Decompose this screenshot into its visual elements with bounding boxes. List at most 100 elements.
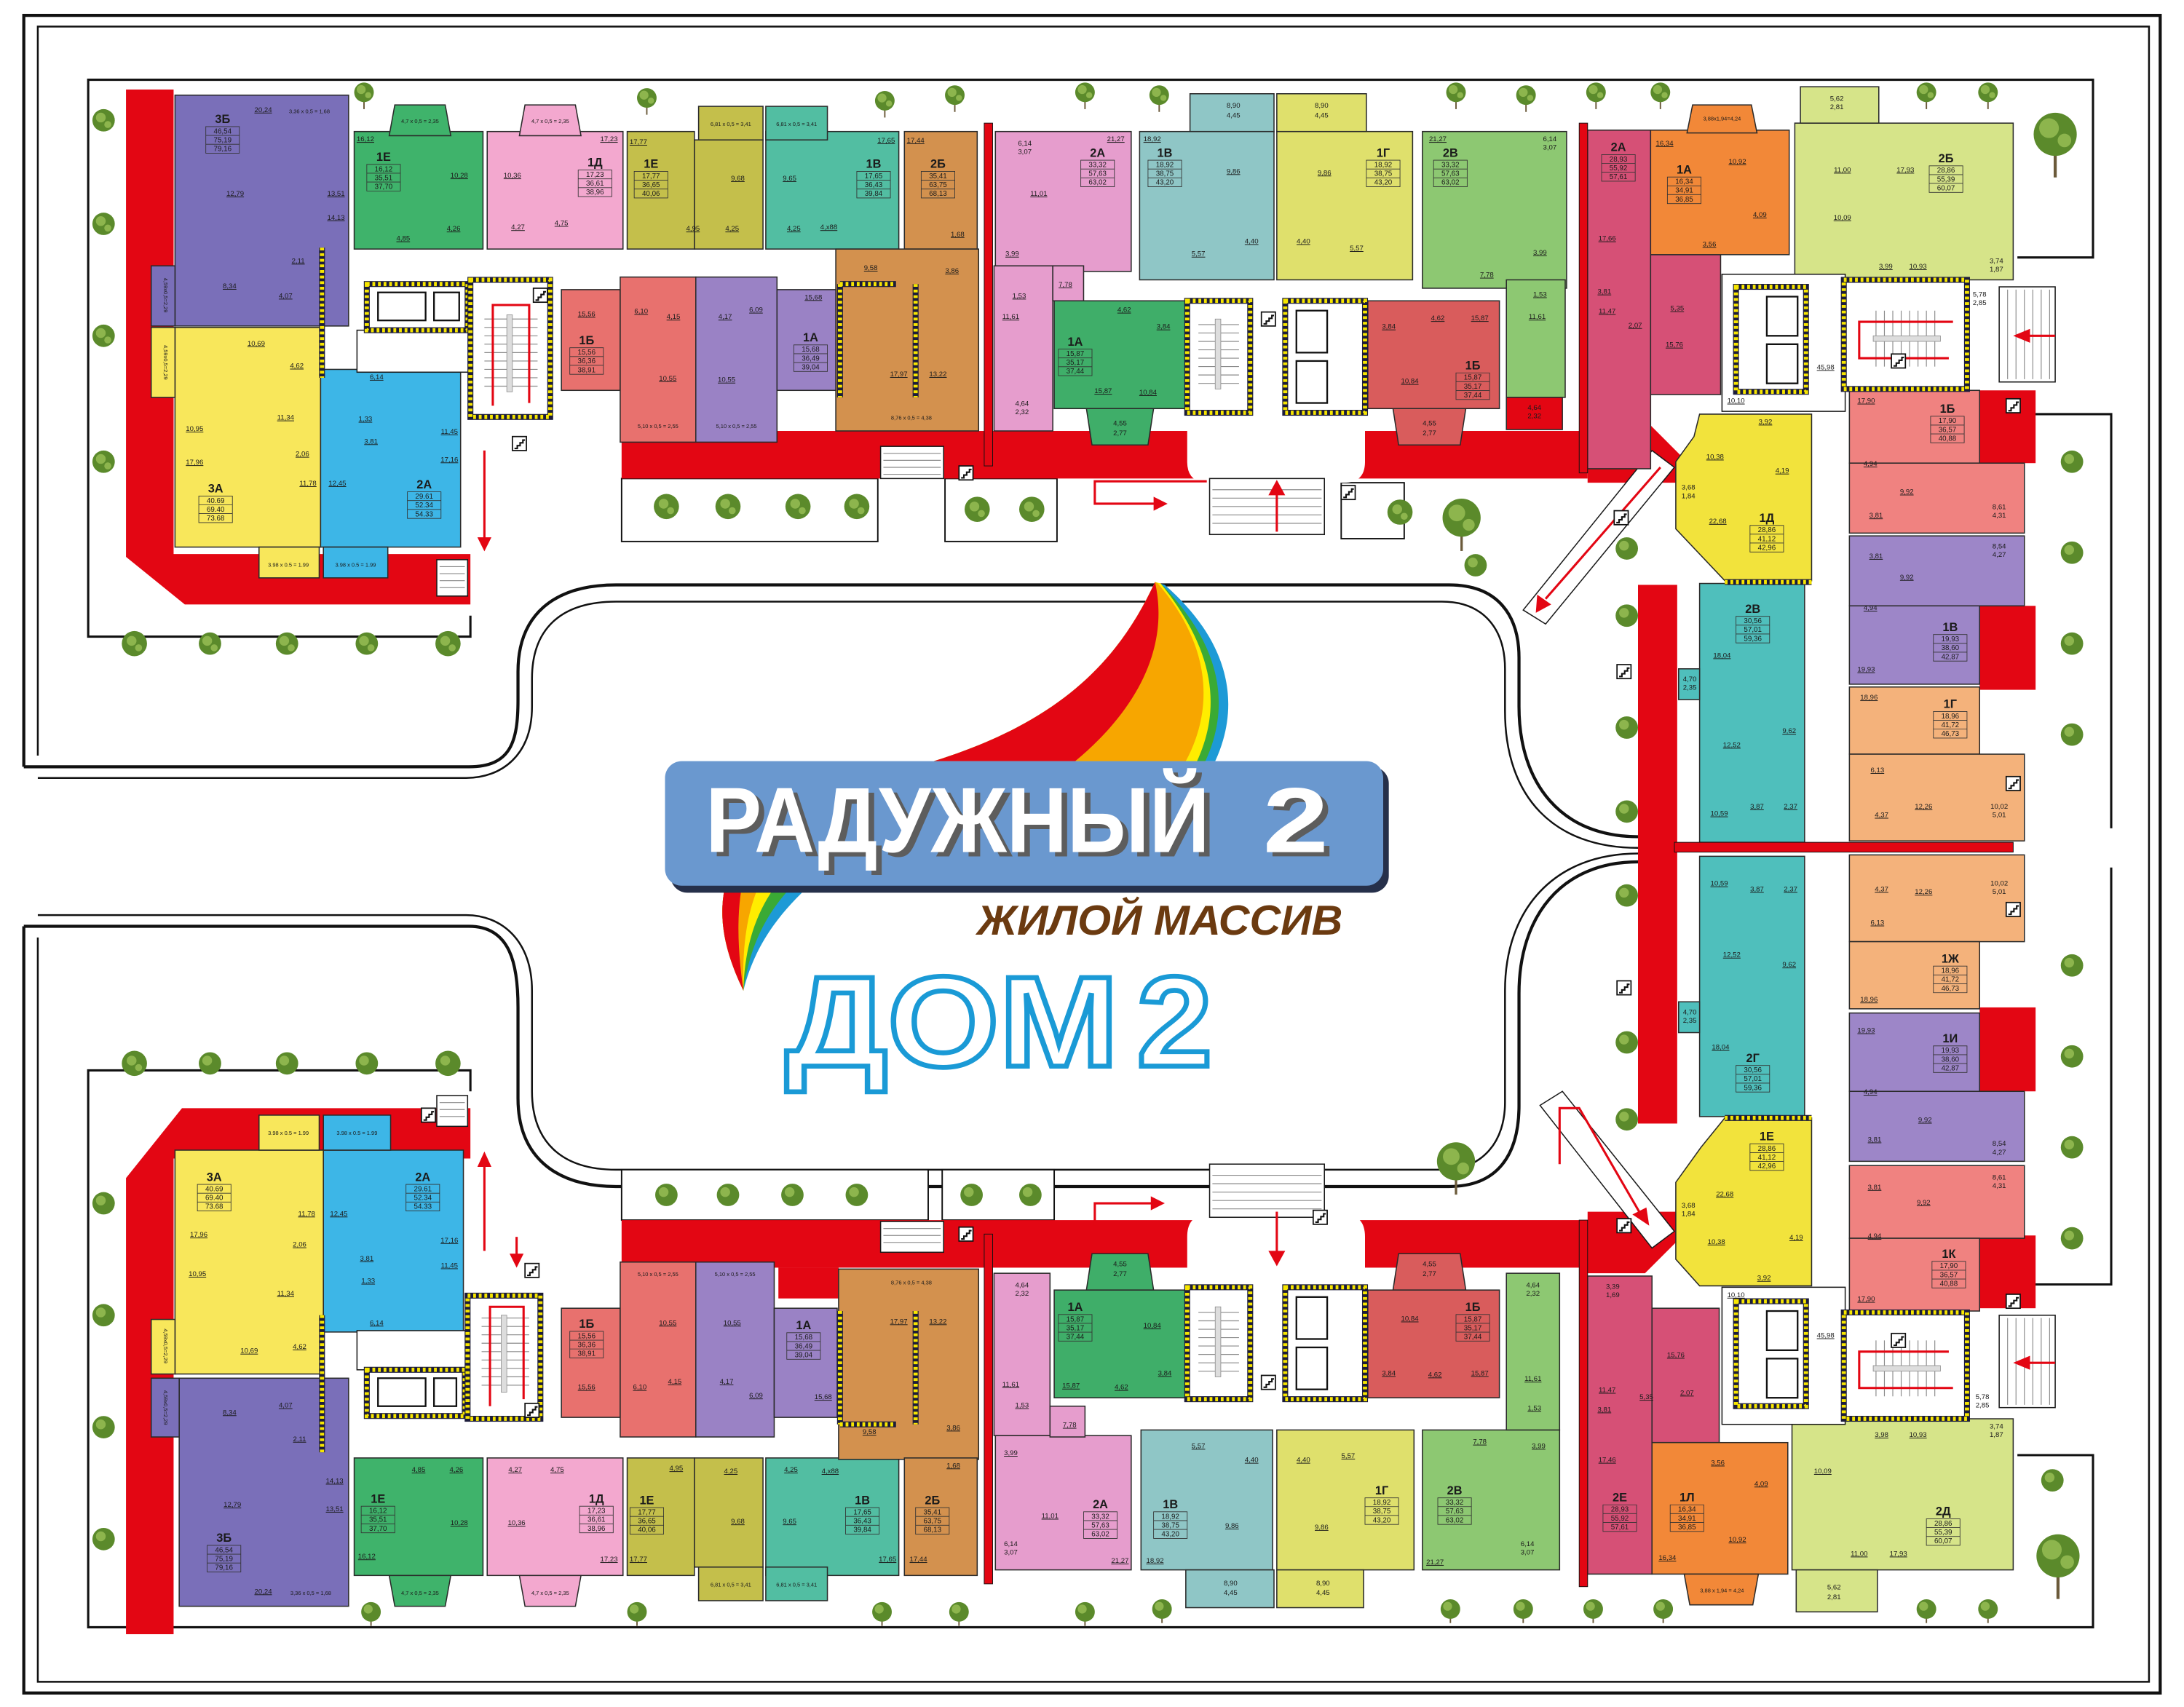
apartment-top-3b[interactable]: 3Б 46,54 75,19 79,16 20,24 12,79 13,51 1… [150,94,349,327]
apartment-bottom-1a-green[interactable]: 1А 15,87 35,17 37,44 15,87 10,84 4,62 3,… [1053,1253,1187,1398]
apartment-top-1b-red[interactable]: 1Б 15,87 35,17 37,44 15,87 10,84 4,62 3,… [1367,300,1500,446]
room-area: 4,62 [1431,314,1445,322]
total-area-with-balcony: 54.33 [415,510,433,518]
arrow-up-icon [1268,480,1286,532]
loggia-area-reduced: 4,45 [1315,111,1329,119]
total-area-with-balcony: 79,16 [215,1564,233,1572]
tree-icon [1075,1601,1095,1626]
room-area: 4,19 [1776,467,1789,475]
elevator-icon [1765,343,1799,384]
living-area: 17,77 [642,173,660,181]
living-area: 30,56 [1744,1066,1762,1074]
apartment-top-1b-right[interactable]: 1Б 17,90 36,57 40,88 17,90 4,94 9,92 3,8… [1848,389,2025,534]
apartment-bottom-1d[interactable]: 1Д 17,23 36,61 38,96 17,23 10,36 4,27 4,… [486,1457,624,1607]
room-area: 3,92 [1757,1275,1771,1283]
apartment-top-1a-orange[interactable]: 1А 16,34 34,91 36,85 16,34 10,92 3,56 4,… [1650,104,1790,256]
apartment-top-1a-purple[interactable]: 1А 15,68 36,49 39,04 15,68 6,09 4,17 10,… [695,276,836,443]
apartment-bottom-1b-salmon[interactable]: 1Б 15,56 36,36 38,91 15,56 6,10 4,15 10,… [561,1261,697,1438]
apartment-shape [1049,1405,1086,1438]
apartment-bottom-2v-green[interactable]: 2В 33,32 57,63 63,02 21,27 6,14 3,07 3,9… [1422,1272,1561,1571]
apartment-bottom-1i[interactable]: 1И 19,93 38,60 42,87 19,93 4,94 9,92 3,8… [1848,1012,2025,1163]
apartment-bottom-1g[interactable]: 1Г 18,92 38,75 43,20 9,86 5,57 4,40 8,90… [1276,1429,1415,1609]
apartment-bottom-3a[interactable]: 3А 40.69 69.40 73.68 17,96 10,95 11,78 1… [150,1114,324,1375]
room-area: 4,25 [787,225,801,233]
apartment-shape [1794,122,2014,281]
room-area: 11,34 [277,414,295,422]
apartment-top-3a[interactable]: 3А 40.69 69.40 73.68 17,96 10,95 11,78 1… [150,327,322,579]
room-area: 4,75 [555,219,569,227]
apartment-bottom-2g[interactable]: 2Г 30,56 57,01 59,36 18,04 12,52 9,62 10… [1678,855,1805,1117]
loggia-area-reduced: 3,07 [1543,144,1556,152]
balcony-shape [258,546,320,579]
room-area: 17,77 [630,1556,647,1564]
apartment-bottom-1a-purple[interactable]: 1А 15,68 36,49 39,04 15,68 6,09 4,17 10,… [695,1261,838,1438]
apartment-type: 1Б [1940,403,1955,416]
loggia-area: 4,64 [1527,404,1541,412]
apartment-bottom-1e-yellow[interactable]: 1Е 28,86 41,12 42,96 22,68 10,38 4,19 3,… [1675,1117,1813,1287]
apartment-shape [561,289,621,392]
apartment-top-1b-salmon[interactable]: 1Б 15,56 36,36 38,91 15,56 6,10 4,15 10,… [561,276,697,443]
apartment-top-1g-peach[interactable]: 1Г 18,96 41,72 46,73 18,96 6,13 12,26 4,… [1848,686,2025,841]
apartment-top-1v-grey[interactable]: 1В 18,92 38,75 43,20 18,92 8,90 4,45 9,8… [1139,93,1275,281]
room-area: 4,15 [668,1378,682,1386]
living-area: 29.61 [414,1186,432,1194]
living-area: 15,68 [795,1334,813,1342]
area-box [198,495,233,523]
apartment-top-1v-teal[interactable]: 1В 17,65 36,43 39,84 17,65 9,65 4,25 4,x… [765,106,900,250]
loggia-area-reduced: 2,32 [1527,413,1541,421]
apartment-top-2v-green[interactable]: 2В 33,32 57,63 63,02 21,27 6,14 3,07 11,… [1422,130,1567,430]
apartment-bottom-2b-brown[interactable]: 2Б 35,41 63,75 68,13 17,44 9,58 3,86 1,6… [838,1268,979,1577]
apartment-bottom-2a-blue[interactable]: 2А 29.61 52.34 54.33 17,16 11,45 12,45 3… [323,1114,464,1333]
room-area: 3,81 [1868,1136,1882,1144]
apartment-top-2b-brown[interactable]: 2Б 35,41 63,75 68,13 17,44 9,58 3,86 1,6… [835,130,979,432]
elevator-hall [356,329,470,373]
apartment-shape [1848,753,2025,841]
corridor-area: 45,98 [1817,1332,1835,1340]
apartment-bottom-1l[interactable]: 1Л 16,34 34,91 36,85 16,34 10,92 3,56 4,… [1651,1441,1789,1606]
balcony-shape [323,1114,392,1151]
apartment-bottom-1zh[interactable]: 1Ж 18,96 41,72 46,73 18,96 6,13 12,26 4,… [1848,854,2025,1010]
total-area-with-balcony: 63,02 [1441,179,1460,187]
apartment-top-1v-purple[interactable]: 1В 19,93 38,60 42,87 19,93 4,94 9,92 3,8… [1848,535,2025,685]
room-area: 3,99 [1879,263,1893,271]
total-area: 38,60 [1942,1056,1960,1064]
total-area-with-balcony: 60,07 [1937,184,1955,192]
apartment-bottom-2a-pink[interactable]: 2А 33,32 57,63 63,02 21,27 11,01 6,14 3,… [993,1272,1132,1571]
apartment-bottom-1v-grey[interactable]: 1В 18,92 38,75 43,20 18,92 9,86 5,57 4,4… [1140,1429,1275,1609]
apartment-top-2a-blue[interactable]: 2А 29.61 52.34 54.33 17,16 11,45 12,45 3… [320,368,462,579]
room-area: 10,84 [1401,1315,1420,1323]
arrow-down-icon [477,450,491,552]
apartment-area-label: 1Л 16,34 34,91 36,85 [1669,1491,1704,1532]
apartment-top-1a-green[interactable]: 1А 15,87 35,17 37,44 15,87 10,84 4,62 3,… [1053,300,1187,446]
apartment-top-2b-lime[interactable]: 2Б 28,86 55,39 60,07 17,93 11,00 5,62 2,… [1794,86,2014,281]
apartment-top-1e-olive[interactable]: 1Е 17,77 36,65 40,06 17,77 9,68 4,95 4,2… [626,106,764,250]
apartment-bottom-2d[interactable]: 2Д 28,86 55,39 60,07 17,93 11,00 10,09 1… [1791,1418,2014,1613]
apartment-bottom-1v-teal[interactable]: 1В 17,65 36,43 39,84 17,65 4,25 9,65 4,x… [765,1457,900,1601]
apartment-bottom-2e[interactable]: 2Е 28,93 55,92 57,61 17,46 11,47 3,81 15… [1587,1275,1720,1575]
room-area: 21,27 [1426,1559,1444,1567]
steps-lines [439,566,465,588]
apartment-area-label: 1В 17,65 36,43 39,84 [856,158,891,199]
staircase [1840,277,1970,392]
apartment-bottom-1k[interactable]: 1К 17,90 36,57 40,88 17,90 4,94 9,92 3,8… [1848,1165,2025,1312]
loggia-area: 5,62 [1827,1584,1841,1592]
apartment-top-1e-green[interactable]: 1Е 16,12 35,51 37,70 16,12 10,28 4,26 4,… [353,104,484,250]
loggia-area-reduced: 4,27 [1993,551,2006,559]
loggia-area: 4,55 [1423,1261,1436,1269]
apartment-bottom-1e-green[interactable]: 1Е 16,12 35,51 37,70 16,12 10,28 4,85 4,… [353,1457,484,1607]
room-area: 4,17 [720,1378,734,1386]
apartment-bottom-1b-red[interactable]: 1Б 15,87 35,17 37,44 10,84 15,87 4,62 3,… [1367,1253,1500,1398]
apartment-top-2a-pink[interactable]: 2А 33,32 57,63 63,02 21,27 6,14 3,07 11,… [993,130,1132,432]
arrow-left-icon [2013,1355,2056,1370]
apartment-type: 1Г [1944,698,1957,711]
total-area-with-balcony: 68,13 [929,190,947,198]
apartment-area-label: 2Б 35,41 63,75 68,13 [915,1494,950,1535]
apartment-bottom-3b[interactable]: 3Б 46,54 75,19 79,16 20,24 12,79 13,51 1… [150,1377,349,1607]
apartment-top-2v-teal[interactable]: 2В 30,56 57,01 59,36 18,04 12,52 9,62 10… [1678,582,1805,843]
apartment-top-1d[interactable]: 1Д 17,23 36,61 38,96 17,23 10,36 4,27 4,… [486,104,624,250]
room-area: 4,85 [396,235,410,243]
apartment-bottom-1e-olive[interactable]: 1Е 17,77 36,65 40,06 17,77 4,95 4,25 9,6… [626,1457,764,1601]
apartment-top-1g[interactable]: 1Г 18,92 38,75 43,20 8,90 4,45 9,86 4,40… [1276,93,1414,281]
apartment-top-1d-yellow[interactable]: 1Д 28,86 41,12 42,96 22,68 10,38 3,92 4,… [1675,413,1813,582]
living-area: 33,32 [1441,162,1460,170]
